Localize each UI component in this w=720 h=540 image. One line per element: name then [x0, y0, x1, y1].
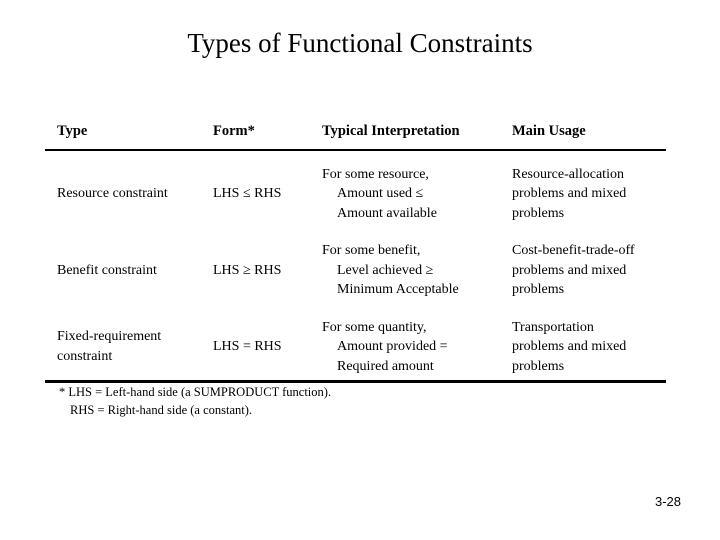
- constraint-interpretation: For some benefit, Level achieved ≥ Minim…: [322, 227, 512, 304]
- column-header-usage: Main Usage: [512, 122, 666, 151]
- usage-line: problems: [512, 358, 565, 374]
- slide-title: Types of Functional Constraints: [187, 28, 533, 58]
- table-row-resource-constraint: Resource constraint LHS ≤ RHS For some r…: [45, 150, 666, 228]
- constraint-form: LHS = RHS: [213, 303, 322, 383]
- column-header-type: Type: [45, 122, 213, 151]
- constraint-form: LHS ≥ RHS: [213, 262, 282, 278]
- interpretation-line: For some resource,: [322, 166, 429, 182]
- footnote: * LHS = Left-hand side (a SUMPRODUCT fun…: [59, 384, 331, 419]
- footnote-line: * LHS = Left-hand side (a SUMPRODUCT fun…: [59, 385, 332, 399]
- usage-line: Resource-allocation: [512, 166, 624, 182]
- constraint-usage: Resource-allocation problems and mixed p…: [512, 150, 666, 228]
- column-header-form: Form*: [213, 122, 322, 151]
- usage-line: problems and mixed: [512, 262, 627, 278]
- constraints-table: Type Form* Typical Interpretation Main U…: [45, 122, 666, 383]
- footnote-line: RHS = Right-hand side (a constant).: [70, 402, 253, 417]
- constraint-usage: Transportation problems and mixed proble…: [512, 303, 666, 383]
- usage-line: Cost-benefit-trade-off: [512, 243, 635, 258]
- usage-line: problems: [512, 282, 565, 297]
- constraint-interpretation: For some resource, Amount used ≤ Amount …: [322, 150, 512, 228]
- usage-line: Transportation: [512, 319, 594, 335]
- column-header-interpretation: Typical Interpretation: [322, 122, 512, 151]
- table-row-fixed-requirement-constraint: Fixed-requirement constraint LHS = RHS F…: [45, 303, 666, 383]
- usage-line: problems and mixed: [512, 339, 627, 354]
- table-row-benefit-constraint: Benefit constraint LHS ≥ RHS For some be…: [45, 227, 666, 304]
- interpretation-line: Amount available: [337, 205, 437, 221]
- interpretation-line: Required amount: [337, 358, 434, 374]
- interpretation-line: Level achieved ≥: [337, 262, 434, 278]
- constraint-usage: Cost-benefit-trade-off problems and mixe…: [512, 227, 666, 304]
- interpretation-line: For some benefit,: [322, 243, 421, 258]
- constraint-type: Benefit constraint: [57, 262, 157, 278]
- usage-line: problems and mixed: [512, 186, 627, 201]
- interpretation-line: Amount used ≤: [337, 186, 424, 201]
- interpretation-line: For some quantity,: [322, 319, 427, 335]
- constraint-form: LHS ≤ RHS: [213, 186, 282, 201]
- interpretation-line: Amount provided =: [337, 339, 448, 354]
- interpretation-line: Minimum Acceptable: [337, 282, 459, 297]
- constraint-type: Fixed-requirement constraint: [45, 303, 213, 383]
- usage-line: problems: [512, 205, 565, 221]
- constraint-interpretation: For some quantity, Amount provided = Req…: [322, 303, 512, 383]
- table-header-row: Type Form* Typical Interpretation Main U…: [45, 122, 666, 151]
- constraint-type: Resource constraint: [57, 186, 168, 201]
- page-number: 3-28: [654, 494, 681, 509]
